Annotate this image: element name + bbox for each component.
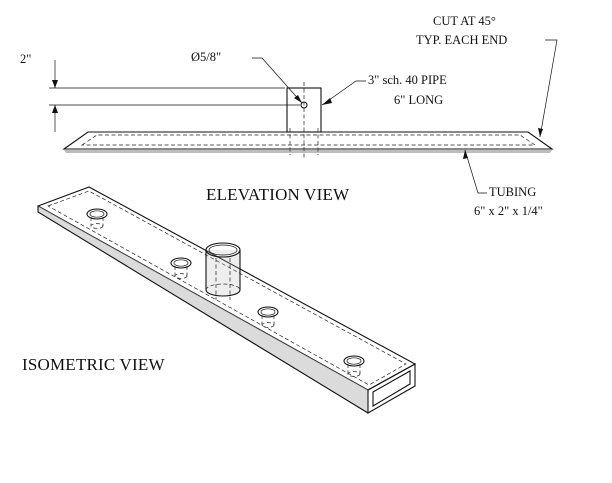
iso-tubing-top-inner	[47, 190, 407, 386]
tubing-label-line2: 6" x 2" x 1/4"	[474, 204, 543, 218]
cut-leader	[539, 39, 558, 138]
isometric-view-title: ISOMETRIC VIEW	[22, 355, 165, 374]
tubing-leader-arrow	[463, 150, 468, 159]
tubing-leader	[464, 149, 487, 194]
elevation-tubing-shadow	[64, 150, 552, 153]
dim-arrow-bottom	[52, 105, 58, 113]
hole-leader	[252, 57, 303, 104]
cut-label-line2: TYP. EACH END	[416, 33, 507, 47]
cut-leader-arrow	[538, 128, 543, 137]
iso-bolt-4	[343, 355, 365, 377]
iso-tubing-end-opening	[372, 370, 411, 407]
pipe-label-line1: 3" sch. 40 PIPE	[368, 73, 447, 87]
offset-dimension-label: 2"	[20, 52, 31, 66]
pipe-label-line2: 6" LONG	[394, 93, 443, 107]
iso-bolt-2	[170, 257, 192, 279]
iso-bolt-3	[257, 306, 279, 328]
iso-pipe	[205, 242, 241, 300]
elevation-tubing	[62, 131, 554, 150]
iso-tubing-side-shadow	[38, 206, 368, 413]
isometric-view: ISOMETRIC VIEW	[22, 186, 417, 414]
pipe-leader	[321, 80, 366, 106]
elevation-hole	[300, 101, 308, 109]
tubing-label-line1: TUBING	[489, 185, 536, 199]
pipe-leader-arrow	[322, 98, 332, 105]
elevation-pipe	[286, 87, 322, 133]
elevation-view: 2" Ø5/8" 3" sch. 40 PIPE 6" LONG CUT AT …	[20, 14, 558, 218]
elevation-view-title: ELEVATION VIEW	[206, 185, 350, 204]
hole-diameter-label: Ø5/8"	[191, 50, 221, 64]
cut-label-line1: CUT AT 45°	[433, 14, 496, 28]
iso-tubing-side	[37, 206, 369, 414]
iso-bolt-1	[86, 208, 108, 229]
iso-tubing-end	[367, 363, 416, 414]
elevation-tubing-hidden-line	[80, 134, 537, 146]
dim-arrow-top	[52, 80, 58, 88]
hole-leader-arrow	[294, 95, 302, 103]
